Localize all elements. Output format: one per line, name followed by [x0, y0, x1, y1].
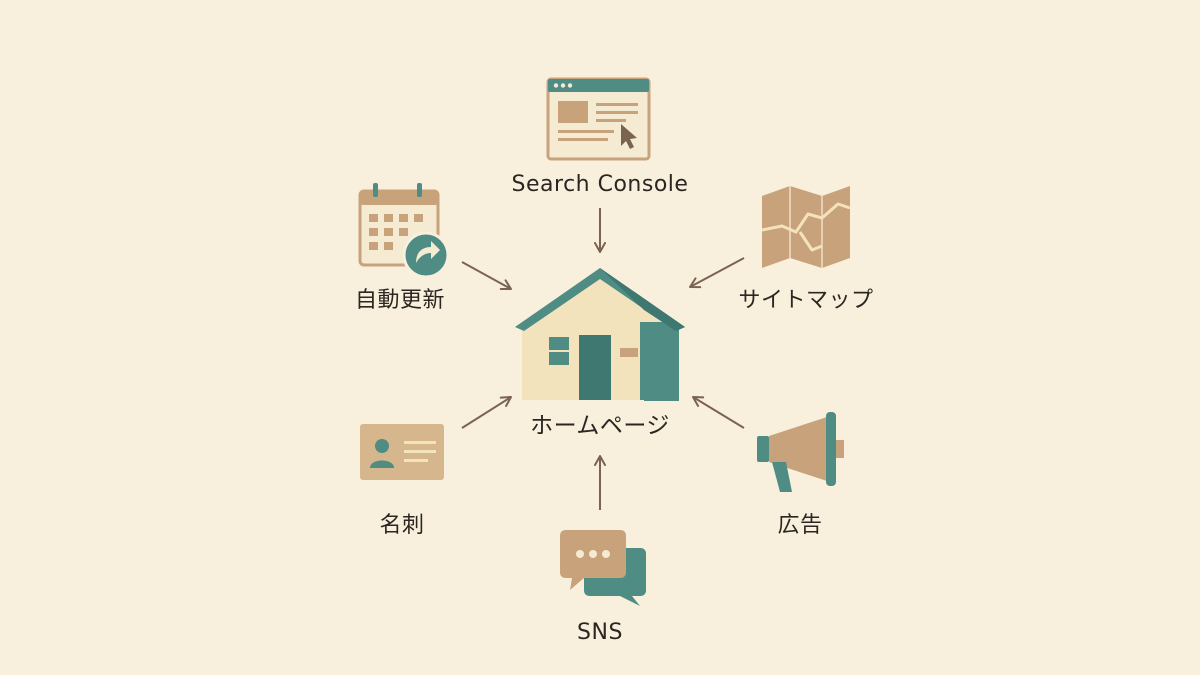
house-icon — [515, 268, 685, 401]
business-card-icon — [360, 424, 444, 480]
megaphone-icon — [757, 412, 844, 492]
calendar-icon — [358, 183, 450, 279]
arrow-from-advertising — [692, 396, 745, 429]
map-icon — [761, 186, 851, 268]
chat-bubbles-icon — [560, 530, 646, 606]
node-label-sitemap: サイトマップ — [738, 288, 874, 313]
arrow-from-auto-update — [461, 261, 512, 291]
node-label-search-console: Search Console — [511, 172, 689, 197]
node-label-advertising: 広告 — [777, 513, 823, 538]
node-label-business-card: 名刺 — [379, 513, 425, 538]
node-label-auto-update: 自動更新 — [354, 288, 446, 313]
browser-window-icon — [546, 77, 651, 161]
arrows — [461, 208, 745, 510]
arrow-from-business-card — [461, 396, 512, 429]
node-label-sns: SNS — [577, 620, 623, 645]
arrow-from-sitemap — [689, 257, 745, 289]
center-label: ホームページ — [530, 413, 670, 439]
